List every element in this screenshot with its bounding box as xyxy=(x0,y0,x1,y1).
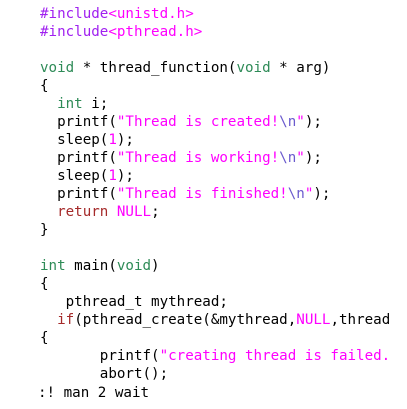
command-line[interactable]: :! man 2 wait xyxy=(0,384,407,402)
code-token: ); xyxy=(304,114,322,130)
code-token: sleep( xyxy=(40,132,109,148)
code-token: ; xyxy=(151,204,160,220)
code-token: #include xyxy=(40,0,108,4)
code-token: printf( xyxy=(40,186,117,202)
code-line[interactable]: } xyxy=(0,221,407,239)
code-buffer[interactable]: #include<stdio.h>#include<unistd.h>#incl… xyxy=(0,0,407,383)
code-token: <unistd.h> xyxy=(108,6,194,22)
code-token: i; xyxy=(82,96,109,112)
code-token: } xyxy=(40,222,49,238)
code-token: * thread_function( xyxy=(74,60,237,76)
code-token: ); xyxy=(313,186,331,202)
code-token: ) xyxy=(151,258,160,274)
code-token: " xyxy=(296,114,305,130)
code-token xyxy=(40,204,57,220)
code-token: { xyxy=(40,78,49,94)
code-token: <pthread.h> xyxy=(108,24,203,40)
code-token: void xyxy=(116,258,152,274)
code-token: ); xyxy=(116,168,134,184)
code-token: <stdio.h> xyxy=(108,0,185,4)
code-token xyxy=(40,96,57,112)
code-token: 1 xyxy=(108,168,117,184)
code-token: #include xyxy=(40,24,109,40)
code-token: \n xyxy=(279,114,297,130)
code-line[interactable]: printf("Thread is working!\n"); xyxy=(0,149,407,167)
code-token: "Thread is working! xyxy=(116,150,280,166)
code-token: sleep( xyxy=(40,168,109,184)
code-line[interactable]: { xyxy=(0,275,407,293)
code-token: ,thread xyxy=(330,312,391,328)
code-line[interactable]: printf("Thread is created!\n"); xyxy=(0,113,407,131)
code-token: int xyxy=(40,258,66,274)
code-token: abort(); xyxy=(40,366,169,382)
code-line[interactable] xyxy=(0,41,407,59)
code-token: #include xyxy=(40,6,109,22)
code-token: return xyxy=(57,204,109,220)
code-line[interactable]: { xyxy=(0,329,407,347)
code-token: (pthread_create(&mythread, xyxy=(74,312,297,328)
code-token: NULL xyxy=(296,312,331,328)
code-line[interactable]: printf("Thread is finished!\n"); xyxy=(0,185,407,203)
code-token: int xyxy=(57,96,83,112)
code-token xyxy=(108,204,117,220)
code-token: " xyxy=(304,186,314,202)
code-line[interactable]: #include<stdio.h> xyxy=(0,0,407,5)
code-line[interactable]: abort(); xyxy=(0,365,407,383)
code-line[interactable]: void * thread_function(void * arg) xyxy=(0,59,407,77)
code-line[interactable]: printf("creating thread is failed. xyxy=(0,347,407,365)
code-token: void xyxy=(236,60,271,76)
code-token: "creating thread is failed. xyxy=(159,348,391,364)
code-token: { xyxy=(40,330,49,346)
code-token: 1 xyxy=(108,132,117,148)
code-token xyxy=(40,312,57,328)
code-token: ); xyxy=(304,150,322,166)
code-line[interactable]: sleep(1); xyxy=(0,167,407,185)
code-line[interactable] xyxy=(0,239,407,257)
code-token: \n xyxy=(287,186,305,202)
code-token: printf( xyxy=(40,348,160,364)
code-token: printf( xyxy=(40,114,117,130)
code-line[interactable]: pthread_t mythread; xyxy=(0,293,407,311)
code-token: "Thread is finished! xyxy=(116,186,288,202)
code-token: void xyxy=(40,60,75,76)
code-line[interactable]: #include<pthread.h> xyxy=(0,23,407,41)
code-line[interactable]: int i; xyxy=(0,95,407,113)
code-token: printf( xyxy=(40,150,117,166)
code-token: " xyxy=(296,150,305,166)
code-token: "Thread is created! xyxy=(116,114,280,130)
code-token: main( xyxy=(65,258,117,274)
code-token: * arg) xyxy=(270,60,331,76)
code-token: pthread_t mythread; xyxy=(40,294,228,310)
code-line[interactable]: if(pthread_create(&mythread,NULL,thread xyxy=(0,311,407,329)
code-line[interactable]: sleep(1); xyxy=(0,131,407,149)
code-line[interactable]: return NULL; xyxy=(0,203,407,221)
code-token: if xyxy=(57,312,75,328)
code-token: { xyxy=(40,276,49,292)
code-line[interactable]: { xyxy=(0,77,407,95)
code-token: ); xyxy=(116,132,134,148)
code-token: NULL xyxy=(116,204,152,220)
code-line[interactable]: int main(void) xyxy=(0,257,407,275)
code-token: \n xyxy=(279,150,297,166)
code-line[interactable]: #include<unistd.h> xyxy=(0,5,407,23)
